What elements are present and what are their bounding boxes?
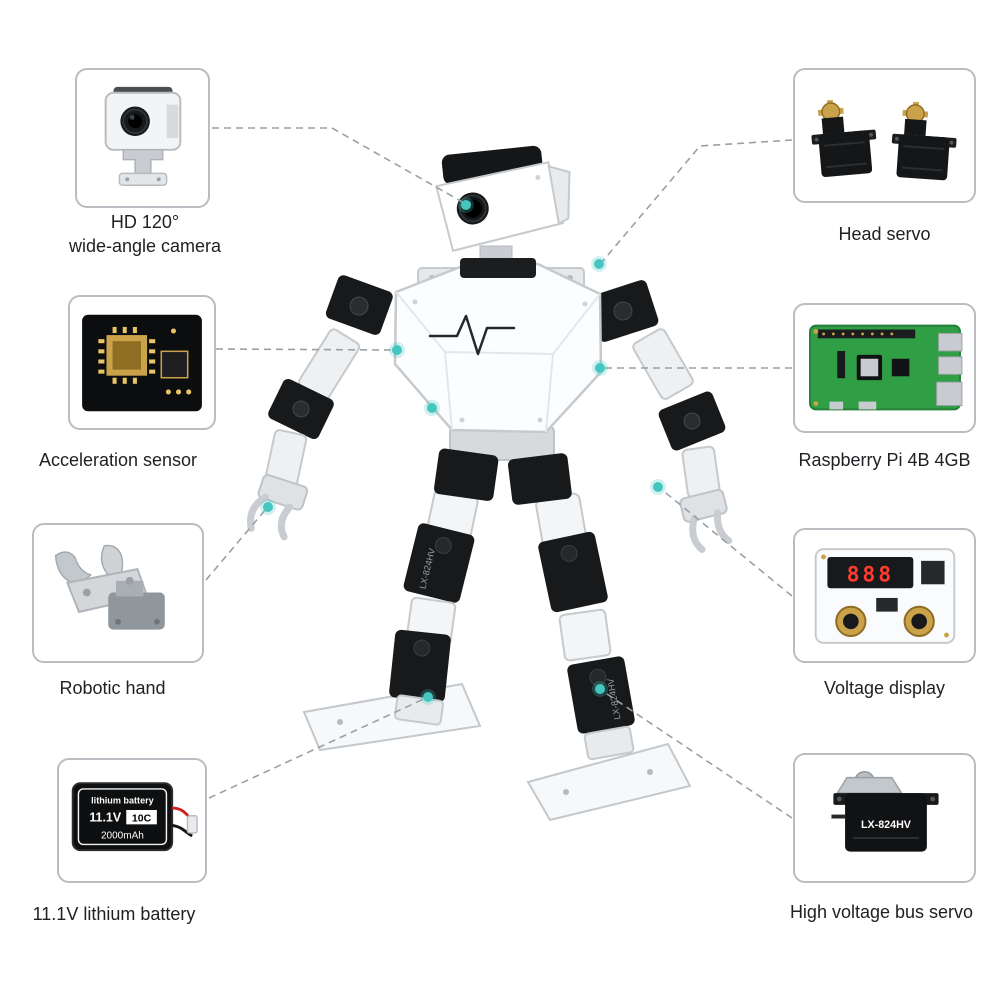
- raspberry-pi-label: Raspberry Pi 4B 4GB: [798, 450, 971, 470]
- bus-servo-label: High voltage bus servo: [789, 902, 974, 922]
- robot-right-arm: [587, 280, 733, 553]
- robotic-hand-icon: [54, 544, 165, 630]
- camera-icon: [104, 86, 181, 186]
- battery-image-box: lithium battery 11.1V 10C 2000mAh: [57, 758, 207, 883]
- robot: LX-824HV: [247, 145, 733, 822]
- acceleration-sensor-image-box: [68, 295, 216, 430]
- anchor-dots: [260, 197, 666, 705]
- battery-label: 11.1V lithium battery: [32, 904, 196, 924]
- voltage-digits-text: 888: [846, 562, 894, 587]
- bus-servo-image-box: LX-824HV: [793, 753, 976, 883]
- bus-servo-model-text: LX-824HV: [860, 819, 911, 831]
- camera-label-line1: HD 120°: [110, 212, 180, 232]
- voltage-display-image-box: 888: [793, 528, 976, 663]
- robot-head: [434, 145, 571, 252]
- connector-camera: [212, 127, 467, 205]
- raspberry-pi-image-box: [793, 303, 976, 433]
- robotic-hand-image-box: [32, 523, 204, 663]
- battery-icon: lithium battery 11.1V 10C 2000mAh: [71, 781, 198, 851]
- acceleration-sensor-icon: [82, 314, 202, 411]
- heartbeat-mark: [428, 314, 516, 356]
- head-servo-image-box: [793, 68, 976, 203]
- battery-voltage-text: 11.1V: [89, 810, 121, 824]
- connector-accel-sensor: [215, 348, 394, 351]
- camera-label-line2: wide-angle camera: [68, 236, 222, 257]
- connector-voltage: [660, 488, 793, 597]
- bus-servo-icon: LX-824HV: [830, 771, 939, 852]
- robot-pelvis: [434, 425, 572, 505]
- voltage-display-label: Voltage display: [823, 678, 946, 698]
- robot-right-hand: [679, 488, 733, 553]
- camera-label: HD 120° wide-angle camera: [30, 210, 260, 259]
- camera-image-box: [75, 68, 210, 208]
- voltage-display-icon: 888: [814, 547, 955, 644]
- connector-battery: [208, 697, 427, 799]
- robot-left-leg: LX-824HV: [302, 488, 482, 752]
- robot-right-leg: LX-824HV: [526, 492, 692, 822]
- robot-left-arm: [247, 275, 393, 541]
- connector-head-servo: [601, 139, 793, 263]
- connector-lines: [205, 127, 793, 819]
- battery-capacity-text: 2000mAh: [101, 830, 144, 841]
- connector-robotic-hand: [205, 508, 267, 581]
- robotic-hand-label: Robotic hand: [59, 678, 166, 698]
- head-servo-icon: [810, 99, 957, 180]
- raspberry-pi-icon: [808, 324, 962, 411]
- head-servo-label: Head servo: [838, 224, 931, 244]
- battery-brand-text: lithium battery: [91, 795, 154, 805]
- acceleration-sensor-label: Acceleration sensor: [38, 450, 198, 470]
- connector-bus-servo: [600, 689, 793, 819]
- battery-rate-text: 10C: [132, 812, 152, 824]
- robot-left-hand: [247, 474, 309, 541]
